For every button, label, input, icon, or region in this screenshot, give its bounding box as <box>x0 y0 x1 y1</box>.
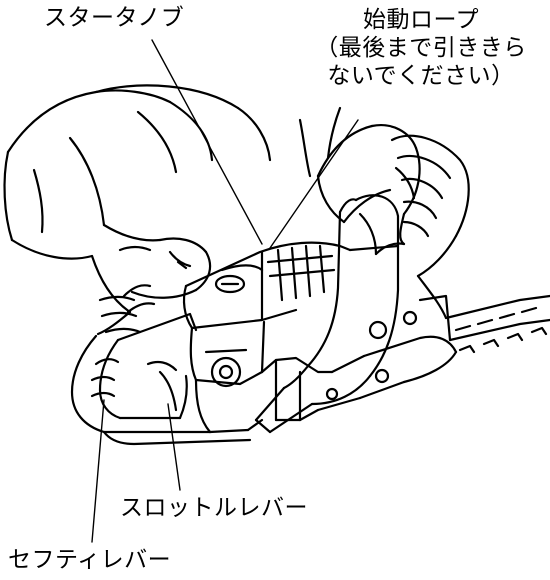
front-handle-drawing <box>254 194 400 434</box>
label-starter-rope: 始動ロープ <box>362 7 480 33</box>
label-safety-lever: セフティレバー <box>8 547 172 573</box>
left-hand-drawing <box>3 84 272 336</box>
label-throttle-lever: スロットルレバー <box>120 495 308 521</box>
label-starter-knob: スタータノブ <box>44 5 185 31</box>
leader-starter-knob <box>151 39 263 245</box>
leader-safety-lever <box>91 399 105 543</box>
hand-guard-drawing <box>390 134 470 320</box>
guide-bar-drawing <box>444 294 550 354</box>
engine-body-drawing <box>182 241 458 434</box>
right-hand-drawing <box>298 106 421 256</box>
leader-starter-rope <box>269 119 359 249</box>
label-starter-rope-note-2: ないでください） <box>327 63 515 89</box>
leader-lines <box>91 39 359 543</box>
label-starter-rope-note-1: （最後まで引ききら <box>315 35 527 61</box>
label-starter-rope-block: 始動ロープ （最後まで引ききら ないでください） <box>296 6 546 90</box>
leader-throttle-lever <box>167 403 181 491</box>
